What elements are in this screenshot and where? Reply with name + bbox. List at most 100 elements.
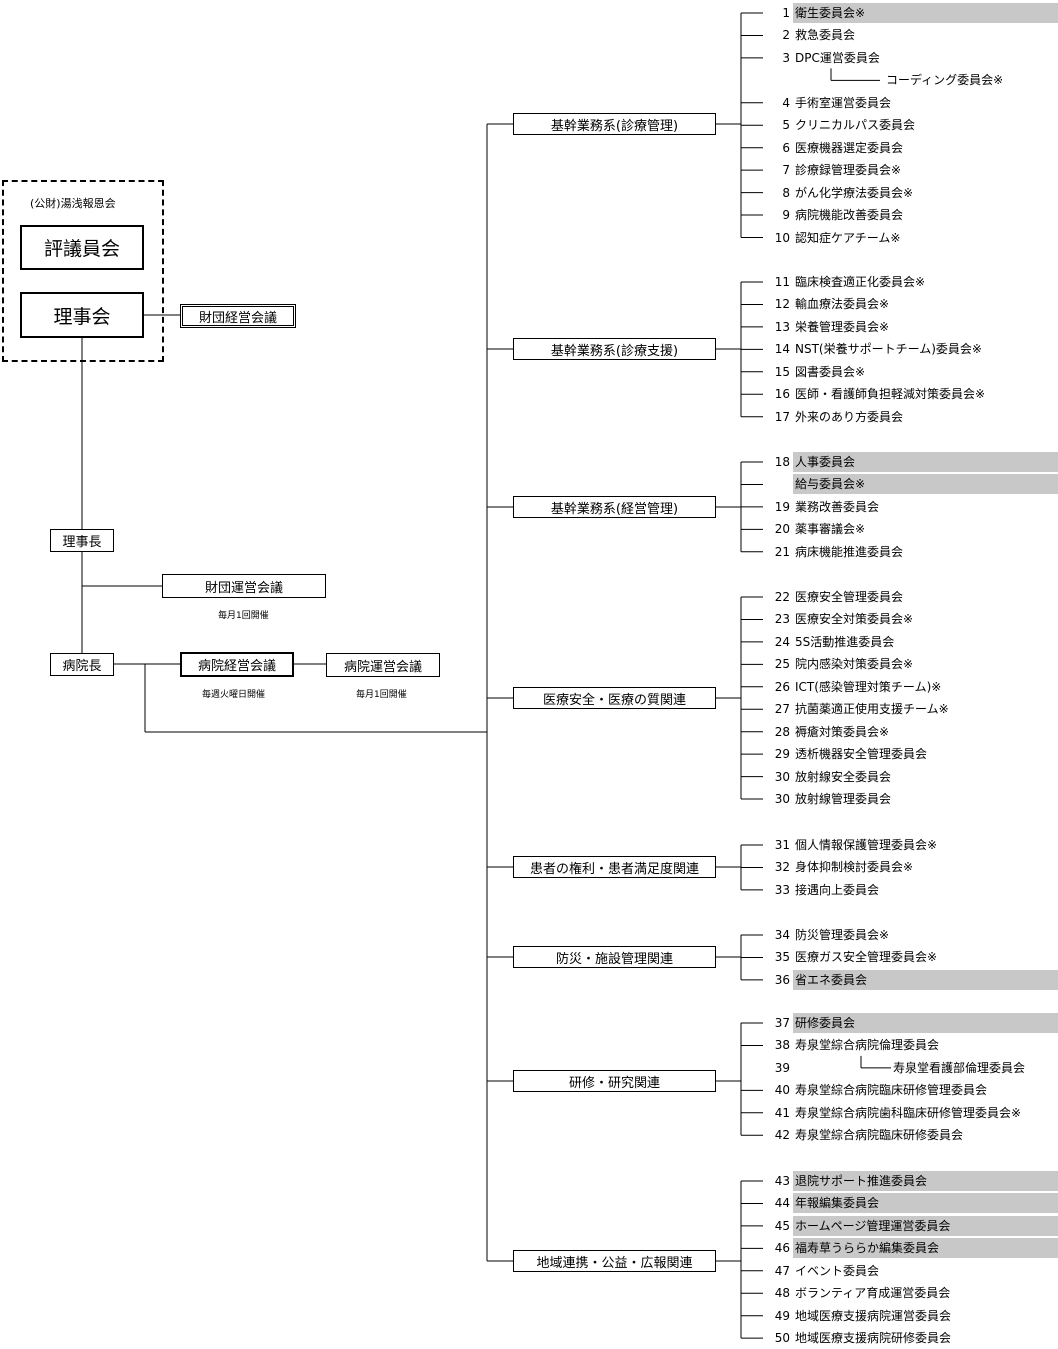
committee-item: 放射線管理委員会 [795,792,892,807]
committee-item: コーディング委員会※ [886,73,1004,88]
item-number: 4 [782,95,790,110]
item-number: 6 [782,140,790,155]
item-number: 28 [774,724,790,739]
item-highlight [793,474,1058,495]
committee-item: 身体抑制検討委員会※ [795,860,914,875]
committee-item: 寿泉堂綜合病院歯科臨床研修管理委員会※ [795,1105,1022,1120]
committee-item: 病院機能改善委員会 [795,208,904,223]
item-number: 37 [774,1016,790,1030]
item-number: 9 [782,208,790,223]
item-number: 15 [774,364,790,379]
item-number: 1 [782,6,790,20]
committee-item: ボランティア育成運営委員会 [795,1286,951,1301]
committee-item: 医療安全対策委員会※ [795,612,914,627]
item-number: 49 [774,1308,790,1323]
item-number: 23 [774,612,790,627]
committee-item: 薬事審議会※ [795,522,866,537]
committee-item: ICT(感染管理対策チーム)※ [795,679,942,694]
committee-item: 退院サポート推進委員会 [795,1174,928,1188]
item-number: 44 [774,1196,790,1211]
group-box: 医療安全・医療の質関連 [513,687,716,709]
committee-item: 地域医療支援病院研修委員会 [795,1331,952,1346]
foundation-operation-box: 財団運営会議 [162,574,326,598]
foundation-management-box: 財団経営会議 [180,304,296,328]
committee-item: がん化学療法委員会※ [795,185,914,200]
hospital-management-note: 毎週火曜日開催 [202,690,266,700]
committee-item: ホームページ管理運営委員会 [795,1218,951,1233]
item-number: 35 [774,950,790,965]
item-number: 22 [774,590,790,604]
item-number: 14 [774,342,790,357]
item-number: 32 [774,860,790,875]
committee-item: 研修委員会 [795,1016,856,1030]
item-number: 8 [782,185,790,200]
item-number: 39 [774,1060,790,1075]
item-number: 18 [774,455,790,469]
committee-item: 輸血療法委員会※ [795,297,890,312]
item-highlight [793,452,1058,472]
item-highlight [793,969,1058,990]
foundation-frame [2,180,164,362]
item-highlight [793,1238,1058,1259]
item-number: 27 [774,702,790,717]
committee-item: 接遇向上委員会 [795,882,880,897]
item-number: 30 [774,792,790,807]
item-number: 33 [774,882,790,897]
group-box: 基幹業務系(診療支援) [513,338,716,360]
board-of-councilors-box: 評議員会 [20,225,144,270]
item-highlight [793,1171,1058,1191]
item-number: 25 [774,657,790,672]
committee-item: クリニカルパス委員会 [795,118,916,133]
item-highlight [793,3,1058,23]
item-number: 38 [774,1038,790,1053]
item-number: 10 [774,230,790,245]
committee-item: 手術室運営委員会 [795,95,892,110]
committee-item: 寿泉堂綜合病院臨床研修委員会 [795,1128,964,1143]
item-number: 40 [774,1083,790,1098]
item-number: 31 [774,838,790,852]
group-box: 研修・研究関連 [513,1070,716,1092]
item-number: 2 [782,28,790,43]
committee-item: 透析機器安全管理委員会 [795,747,928,762]
hospital-director-box: 病院長 [50,653,114,676]
committee-item: 地域医療支援病院運営委員会 [795,1308,952,1323]
committee-item: 医師・看護師負担軽減対策委員会※ [795,387,986,402]
item-number: 19 [774,499,790,514]
committee-item: 医療安全管理委員会 [795,590,904,604]
committee-item: イベント委員会 [795,1263,880,1278]
committee-item: 医療機器選定委員会 [795,140,904,155]
committee-item: 医療ガス安全管理委員会※ [795,950,938,965]
committee-item: 寿泉堂綜合病院臨床研修管理委員会 [795,1083,988,1098]
item-number: 3 [782,50,790,65]
committee-item: 防災管理委員会※ [795,928,890,942]
foundation-name: (公財)湯浅報恩会 [30,197,116,210]
committee-item: 放射線安全委員会 [795,769,892,784]
item-number: 21 [774,544,790,559]
item-number: 24 [774,634,790,649]
committee-item: 省エネ委員会 [795,972,868,987]
group-box: 基幹業務系(経営管理) [513,496,716,518]
committee-item: 年報編集委員会 [795,1196,880,1211]
item-highlight [793,1013,1058,1033]
item-number: 26 [774,679,790,694]
committee-item: 診療録管理委員会※ [795,163,902,178]
committee-item: 病床機能推進委員会 [795,544,904,559]
item-number: 11 [774,275,790,289]
item-number: 43 [774,1174,790,1188]
hospital-operation-box: 病院運営会議 [326,653,440,677]
item-number: 30 [774,769,790,784]
item-number: 42 [774,1128,790,1143]
group-box: 基幹業務系(診療管理) [513,113,716,135]
committee-item: 図書委員会※ [795,364,866,379]
group-box: 地域連携・公益・広報関連 [513,1250,716,1272]
item-number: 47 [774,1263,790,1278]
committee-item: 栄養管理委員会※ [795,319,890,334]
item-number: 17 [774,409,790,424]
item-number: 5 [782,118,790,133]
item-number: 12 [774,297,790,312]
committee-item: 臨床検査適正化委員会※ [795,275,926,289]
committee-item: 認知症ケアチーム※ [795,230,901,245]
committee-item: 福寿草うららか編集委員会 [795,1241,940,1256]
item-number: 41 [774,1105,790,1120]
item-number: 50 [774,1331,790,1346]
